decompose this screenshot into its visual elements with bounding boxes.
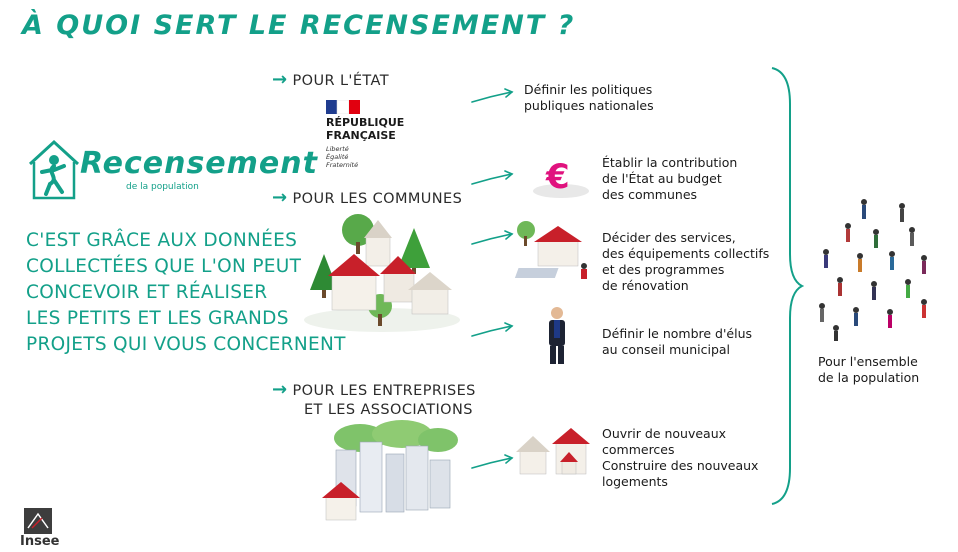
republique-motto: Liberté Égalité Fraternité (326, 145, 358, 169)
category-entreprises: → Pour les entreprises (272, 380, 476, 401)
outcome-line: Définir les politiques (524, 82, 653, 97)
intro-line: C'est grâce aux données (26, 230, 298, 251)
city-illustration (322, 420, 458, 521)
category-etat-label: Pour l'État (292, 73, 389, 89)
outcome-line: logements (602, 474, 668, 489)
insee-label: Insee (20, 534, 60, 549)
curved-arrow-icon (471, 91, 513, 103)
outcome-line: Définir le nombre d'élus (602, 326, 753, 341)
outcome-contribution: Établir la contribution de l'État au bud… (602, 155, 737, 203)
curved-arrow-icon (471, 173, 513, 185)
arrow-icon: → (272, 69, 288, 90)
intro-line: projets qui vous concernent (26, 334, 346, 355)
category-entreprises-line2: et les associations (304, 402, 473, 418)
house-icon (408, 272, 452, 315)
category-communes-label: Pour les communes (292, 191, 463, 207)
building-icon (429, 459, 451, 509)
republique-line2: FRANÇAISE (326, 129, 396, 142)
building-icon (359, 441, 383, 513)
outcome-line: Décider des services, (602, 230, 736, 245)
intro-line: concevoir et réaliser (26, 282, 268, 303)
outcome-line: de l'État au budget (602, 171, 722, 186)
outcome-line: des équipements collectifs (602, 246, 770, 261)
intro-line: collectées que l'on peut (26, 256, 302, 277)
intro-line: les petits et les grands (26, 308, 289, 329)
house-icon (380, 256, 416, 303)
house-icon (322, 482, 360, 521)
curved-arrows (471, 88, 514, 469)
village-illustration (304, 214, 460, 332)
people-icon (819, 199, 927, 341)
logo-word: Recensement (80, 146, 318, 181)
tree-icon (310, 254, 338, 298)
tree-icon (398, 228, 430, 274)
population-line: Pour l'ensemble (818, 354, 918, 369)
outcome-line: au conseil municipal (602, 342, 731, 357)
logo-subtitle: de la population (126, 182, 199, 192)
building-icon (385, 453, 405, 513)
insee-logo-icon (24, 508, 52, 534)
school-illustration (514, 221, 587, 279)
page-title: À quoi sert le recensement ? (22, 10, 576, 41)
outcome-politiques: Définir les politiques publiques nationa… (524, 82, 654, 114)
houses-illustration (516, 428, 590, 475)
marianne-icon (326, 100, 360, 114)
outcome-elus: Définir le nombre d'élus au conseil muni… (602, 326, 752, 358)
house-icon (364, 220, 392, 267)
motto-line: Fraternité (326, 161, 359, 169)
curved-arrow-icon (471, 233, 513, 245)
recensement-logo-icon (28, 139, 80, 200)
arrow-icon: → (272, 187, 288, 208)
outcome-line: commerces (602, 442, 675, 457)
republique-line1: RÉPUBLIQUE (326, 116, 405, 129)
outcome-line: Établir la contribution (602, 155, 738, 170)
republique-block: RÉPUBLIQUE FRANÇAISE (326, 116, 404, 142)
category-entreprises-line1: Pour les entreprises (292, 383, 476, 399)
outcome-line: Construire des nouveaux (602, 458, 759, 473)
category-communes: → Pour les communes (272, 188, 462, 209)
building-icon (405, 445, 429, 511)
outcome-line: Ouvrir de nouveaux (602, 426, 727, 441)
population-label: Pour l'ensemble de la population (818, 354, 919, 386)
house-icon (328, 254, 380, 311)
euro-symbol: € (546, 157, 570, 197)
brace-icon (771, 67, 804, 505)
motto-line: Égalité (326, 153, 349, 161)
curved-arrow-icon (471, 457, 513, 469)
outcome-services: Décider des services, des équipements co… (602, 230, 769, 294)
arrow-icon: → (272, 379, 288, 400)
outcome-commerces: Ouvrir de nouveaux commerces Construire … (602, 426, 758, 490)
motto-line: Liberté (326, 145, 349, 153)
intro-text: C'est grâce aux données collectées que l… (26, 228, 346, 358)
curved-arrow-icon (471, 325, 513, 337)
category-etat: → Pour l'État (272, 70, 389, 91)
mayor-icon (549, 307, 565, 364)
outcome-line: de rénovation (602, 278, 689, 293)
outcome-line: publiques nationales (524, 98, 654, 113)
euro-icon: € (532, 158, 590, 200)
outcome-line: des communes (602, 187, 698, 202)
outcome-line: et des programmes (602, 262, 725, 277)
population-line: de la population (818, 370, 920, 385)
